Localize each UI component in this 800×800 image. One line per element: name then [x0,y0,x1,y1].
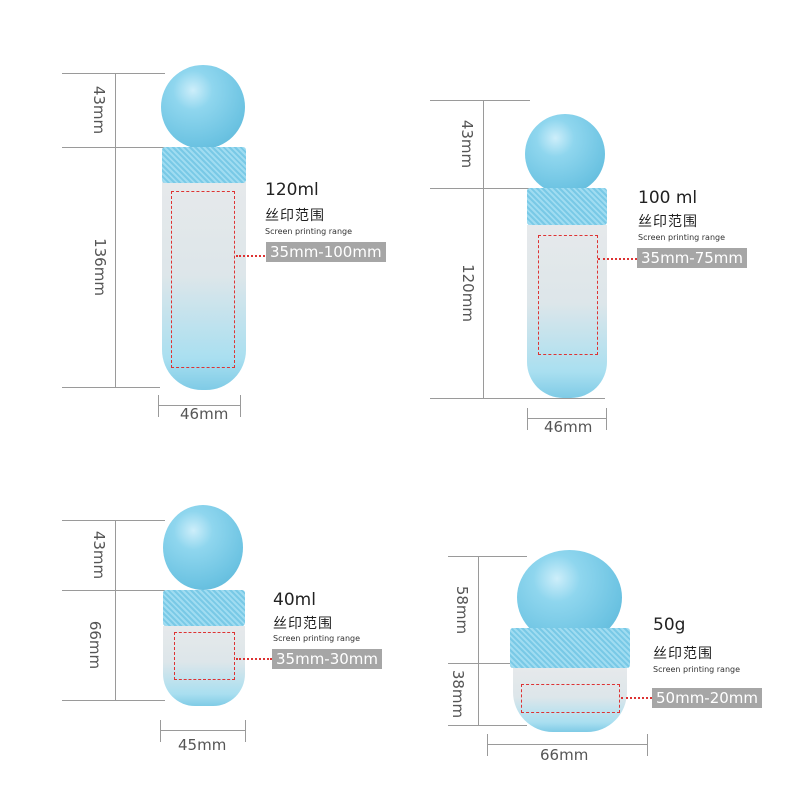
print-label-cn: 丝印范围 [638,214,698,230]
volume-label: 120ml [265,180,319,200]
width-tick-right [240,395,241,417]
knurled-cap-ring [163,590,245,626]
print-range-badge: 35mm-30mm [272,649,383,669]
knurled-cap-ring [162,147,246,183]
dimension-bottom-line [62,387,160,388]
bottle-cap-dome [525,114,605,194]
width-label: 46mm [544,418,593,436]
width-tick-left [527,408,528,430]
print-area-outline [174,632,235,680]
width-tick-left [158,395,159,417]
print-range-badge: 35mm-75mm [637,248,748,268]
dimension-vertical-line [483,100,484,398]
dimension-vertical-line [115,73,116,387]
dimension-mid-line [430,188,530,189]
print-area-leader [598,258,637,260]
print-area-leader [236,255,268,257]
dimension-mid-line [62,147,165,148]
body-height-label: 38mm [449,669,468,719]
width-tick-left [160,720,161,742]
print-label-cn: 丝印范围 [265,208,325,224]
dimension-top-line [430,100,530,101]
print-label-en: Screen printing range [265,227,353,236]
print-label-cn: 丝印范围 [653,646,713,662]
print-label-cn: 丝印范围 [273,616,333,632]
dimension-bottom-line [430,398,605,399]
dimension-bottom-line [62,700,165,701]
cap-height-label: 43mm [90,85,109,135]
dimension-vertical-line [115,520,116,700]
width-line [158,405,240,406]
width-tick-right [606,408,607,430]
width-line [527,418,606,419]
knurled-cap-ring [510,628,630,668]
dimension-top-line [62,520,165,521]
width-tick-left [487,734,488,756]
cap-height-label: 43mm [458,119,477,169]
bottle-body [163,626,245,706]
cap-height-label: 58mm [453,585,472,634]
cap-height-label: 43mm [90,530,109,580]
bottle-body [162,182,246,390]
width-label: 66mm [540,746,589,764]
print-area-leader [236,658,272,660]
body-height-label: 136mm [90,238,109,296]
dimension-mid-line [62,590,165,591]
width-label: 45mm [178,736,227,754]
print-label-en: Screen printing range [273,634,361,643]
volume-label: 40ml [273,590,316,610]
dimension-top-line [448,556,527,557]
print-label-en: Screen printing range [653,665,741,674]
width-line [487,744,647,745]
bottle-cap-dome [163,505,243,590]
print-range-badge: 50mm-20mm [652,688,763,708]
dimension-bottom-line [448,725,527,726]
dimension-top-line [62,73,165,74]
width-label: 46mm [180,405,229,423]
dimension-mid-line [448,663,527,664]
print-area-leader [621,697,652,699]
knurled-cap-ring [527,188,607,225]
print-area-outline [538,235,598,355]
bottle-body [527,225,607,398]
volume-label: 50g [653,615,686,635]
bottle-body [513,668,627,732]
print-range-badge: 35mm-100mm [266,242,386,262]
width-tick-right [245,720,246,742]
dimension-vertical-line [478,556,479,725]
bottle-cap-dome [161,65,245,149]
print-label-en: Screen printing range [638,233,726,242]
print-area-outline [521,684,620,713]
body-height-label: 120mm [458,264,477,322]
width-line [160,730,245,731]
body-height-label: 66mm [86,620,105,670]
volume-label: 100 ml [638,188,698,208]
width-tick-right [647,734,648,756]
print-area-outline [171,191,235,368]
